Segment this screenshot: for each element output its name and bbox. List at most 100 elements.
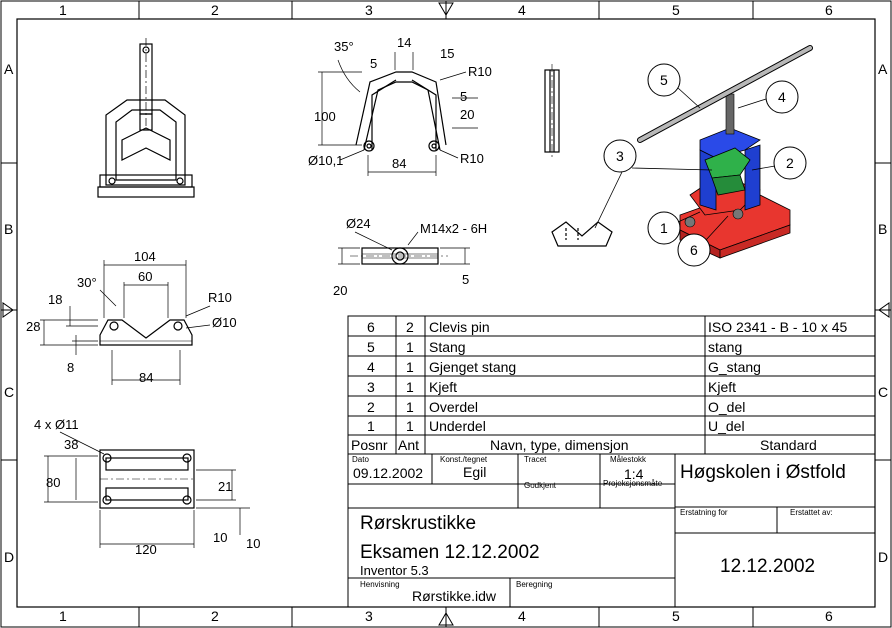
zone-right-d: D <box>878 549 889 565</box>
tb-school: Høgskolen i Østfold <box>680 462 846 483</box>
zone-bottom-1: 1 <box>59 608 67 624</box>
parts-row-ant: 1 <box>406 359 414 375</box>
zone-left-d: D <box>4 549 15 565</box>
zone-right-a: A <box>878 61 888 77</box>
zone-right-b: B <box>878 221 888 237</box>
underdel-top-view <box>99 449 195 509</box>
parts-row-posnr: 3 <box>367 379 375 395</box>
tb-tracet-label: Tracet <box>524 455 547 464</box>
parts-row-name: Overdel <box>429 399 479 415</box>
parts-row-standard: O_del <box>708 399 746 415</box>
dim-20a: 20 <box>460 107 475 122</box>
dim-thread: M14x2 - 6H <box>420 221 488 236</box>
parts-row-name: Clevis pin <box>429 319 490 335</box>
tb-godkjent-label: Godkjent <box>524 481 557 490</box>
tb-subtitle: Eksamen 12.12.2002 <box>360 542 540 563</box>
parts-list-grid <box>347 315 876 455</box>
dim-20b: 20 <box>333 283 348 298</box>
zone-bottom-6: 6 <box>825 608 833 624</box>
zone-left-a: A <box>4 61 14 77</box>
parts-row-ant: 1 <box>406 399 414 415</box>
underdel-dimlines <box>40 260 211 385</box>
balloon-4: 4 <box>778 89 786 105</box>
dim-10b: 10 <box>246 536 261 551</box>
dim-100: 100 <box>314 109 336 124</box>
tb-date-big: 12.12.2002 <box>720 556 816 577</box>
tb-beregning-label: Beregning <box>516 580 553 589</box>
parts-row-standard: U_del <box>708 418 745 434</box>
balloon-5: 5 <box>660 72 668 88</box>
dim-5a: 5 <box>370 56 378 71</box>
dim-angle-35: 35° <box>334 39 354 54</box>
balloon-leaders <box>594 87 776 241</box>
zone-bottom-4: 4 <box>518 608 526 624</box>
tb-projeksjon-label: Projeksjonsmåte <box>603 479 663 488</box>
dim-38: 38 <box>64 437 79 452</box>
zone-top-6: 6 <box>825 2 833 18</box>
dim-15: 15 <box>440 46 455 61</box>
balloon-3: 3 <box>616 148 624 164</box>
zone-top-4: 4 <box>518 2 526 18</box>
tb-software: Inventor 5.3 <box>360 563 429 578</box>
parts-row-name: Gjenget stang <box>429 359 517 375</box>
parts-row-standard: Kjeft <box>708 379 737 395</box>
dim-28: 28 <box>26 319 41 334</box>
dim-r10c: R10 <box>208 290 232 305</box>
dim-dia10: Ø10 <box>212 315 237 330</box>
stang-view <box>350 247 448 265</box>
dim-80: 80 <box>46 475 61 490</box>
parts-row-standard: ISO 2341 - B - 10 x 45 <box>708 319 848 335</box>
dim-holes: 4 x Ø11 <box>34 417 79 432</box>
parts-row-posnr: 6 <box>367 319 375 335</box>
dim-5c: 5 <box>462 272 470 287</box>
dim-5b: 5 <box>460 89 468 104</box>
parts-row-ant: 2 <box>406 319 414 335</box>
kjeft-view <box>551 221 613 247</box>
zone-bottom-2: 2 <box>211 608 219 624</box>
tb-dato: 09.12.2002 <box>353 465 424 481</box>
dim-84b: 84 <box>139 370 154 385</box>
parts-row-posnr: 5 <box>367 339 375 355</box>
zone-right-c: C <box>878 384 889 400</box>
dim-104: 104 <box>134 249 156 264</box>
overdel-view <box>355 71 447 152</box>
parts-header-posnr: Posnr <box>351 437 388 453</box>
dim-angle-30: 30° <box>77 275 97 290</box>
dim-120: 120 <box>135 542 157 557</box>
balloon-2: 2 <box>786 155 794 171</box>
underdel-view <box>99 319 193 346</box>
balloon-1: 1 <box>660 220 668 236</box>
stang-dimlines <box>338 231 470 265</box>
tb-erstattet-label: Erstattet av: <box>790 508 833 517</box>
parts-row-posnr: 4 <box>367 359 375 375</box>
parts-row-name: Underdel <box>429 418 486 434</box>
tb-malestokk: 1:4 <box>624 466 644 482</box>
dim-21: 21 <box>218 479 233 494</box>
parts-row-standard: G_stang <box>708 359 761 375</box>
parts-row-posnr: 1 <box>367 418 375 434</box>
top-dimlines <box>44 431 250 548</box>
dim-dia10-1: Ø10,1 <box>308 153 344 168</box>
dim-8: 8 <box>67 360 75 375</box>
zone-bottom-5: 5 <box>672 608 680 624</box>
tb-konst-label: Konst./tegnet <box>440 455 488 464</box>
parts-row-ant: 1 <box>406 379 414 395</box>
dim-10a: 10 <box>213 530 228 545</box>
dim-dia24: Ø24 <box>346 216 371 231</box>
parts-header-name: Navn, type, dimensjon <box>490 437 629 453</box>
side-view <box>544 64 560 158</box>
parts-row-name: Stang <box>429 339 466 355</box>
front-view <box>97 38 195 198</box>
parts-header-ant: Ant <box>398 437 420 453</box>
dim-14: 14 <box>397 35 412 50</box>
zone-top-3: 3 <box>365 2 373 18</box>
zone-top-2: 2 <box>211 2 219 18</box>
balloons <box>603 63 807 267</box>
overdel-dimlines <box>318 52 478 176</box>
tb-dato-label: Dato <box>352 455 369 464</box>
tb-malestokk-label: Målestokk <box>610 455 647 464</box>
dim-84a: 84 <box>392 156 407 171</box>
zone-left-b: B <box>4 221 14 237</box>
